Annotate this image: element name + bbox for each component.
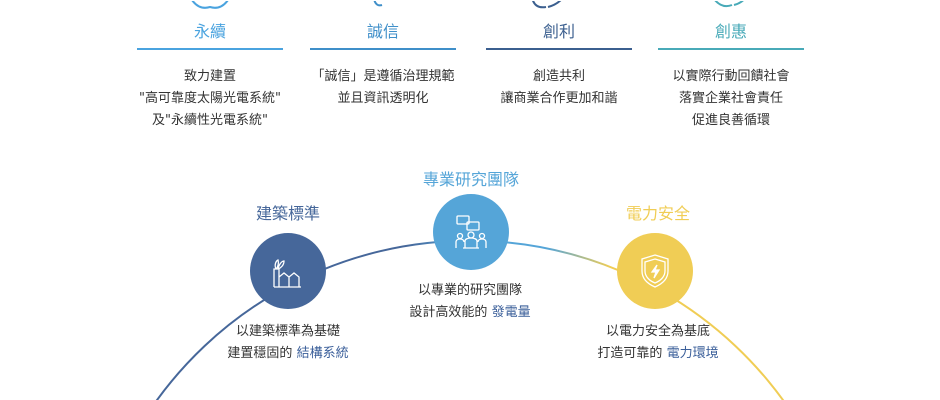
building-standard-node	[250, 233, 326, 309]
value-title: 創惠	[714, 22, 747, 41]
pillar-highlight: 發電量	[491, 305, 531, 320]
value-desc: 以實際行動回饋社會	[672, 69, 790, 84]
integrity-icon	[310, 0, 456, 14]
value-desc: 致力建置	[183, 69, 236, 84]
pillar-title: 建築標準	[255, 204, 320, 223]
pillar-line: 打造可靠的	[597, 346, 667, 361]
power-safety-node	[617, 233, 693, 309]
shield-bolt-icon	[641, 254, 669, 288]
pillar-highlight: 電力環境	[666, 346, 719, 361]
value-desc: 創造共利	[532, 69, 585, 84]
value-title: 永續	[193, 22, 226, 41]
value-desc: 並且資訊透明化	[337, 91, 429, 106]
value-benefit: 創惠 以實際行動回饋社會落實企業社會責任促進良善循環	[658, 0, 804, 132]
value-desc: "高可靠度太陽光電系統"	[139, 91, 281, 106]
pillar-line: 建置穩固的	[227, 346, 297, 361]
pillar-title: 電力安全	[625, 204, 690, 223]
value-desc: 落實企業社會責任	[678, 91, 783, 106]
value-profit: 創利 創造共利讓商業合作更加和諧	[486, 0, 632, 110]
value-title: 誠信	[366, 22, 399, 41]
profit-icon	[486, 0, 632, 14]
pillar-desc: 以專業的研究團隊設計高效能的 發電量	[370, 280, 570, 324]
divider	[137, 48, 283, 50]
value-desc: 讓商業合作更加和諧	[500, 91, 618, 106]
value-integrity: 誠信 「誠信」是遵循治理規範並且資訊透明化	[310, 0, 456, 110]
value-desc: 「誠信」是遵循治理規範	[311, 69, 455, 84]
pillar-desc: 以電力安全為基底打造可靠的 電力環境	[558, 321, 758, 365]
pillar-desc: 以建築標準為基礎建置穩固的 結構系統	[188, 321, 388, 365]
value-sustainability: 永續 致力建置 "高可靠度太陽光電系統" 及"永續性光電系統"	[137, 0, 283, 132]
divider	[658, 48, 804, 50]
value-title: 創利	[542, 22, 575, 41]
factory-leaf-icon	[273, 259, 301, 288]
pillar-title: 專業研究團隊	[422, 170, 519, 189]
pillar-highlight: 結構系統	[296, 346, 349, 361]
pillar-line: 以電力安全為基底	[605, 324, 710, 339]
pillar-line: 以建築標準為基礎	[235, 324, 340, 339]
divider	[310, 48, 456, 50]
value-desc: 促進良善循環	[691, 113, 770, 128]
benefit-icon	[658, 0, 804, 14]
pillar-line: 以專業的研究團隊	[417, 283, 522, 298]
pillar-line: 設計高效能的	[409, 305, 492, 320]
divider	[486, 48, 632, 50]
value-desc: 及"永續性光電系統"	[152, 113, 268, 128]
team-discussion-icon	[455, 215, 487, 249]
research-team-node	[433, 194, 509, 270]
sustainability-icon	[137, 0, 283, 14]
